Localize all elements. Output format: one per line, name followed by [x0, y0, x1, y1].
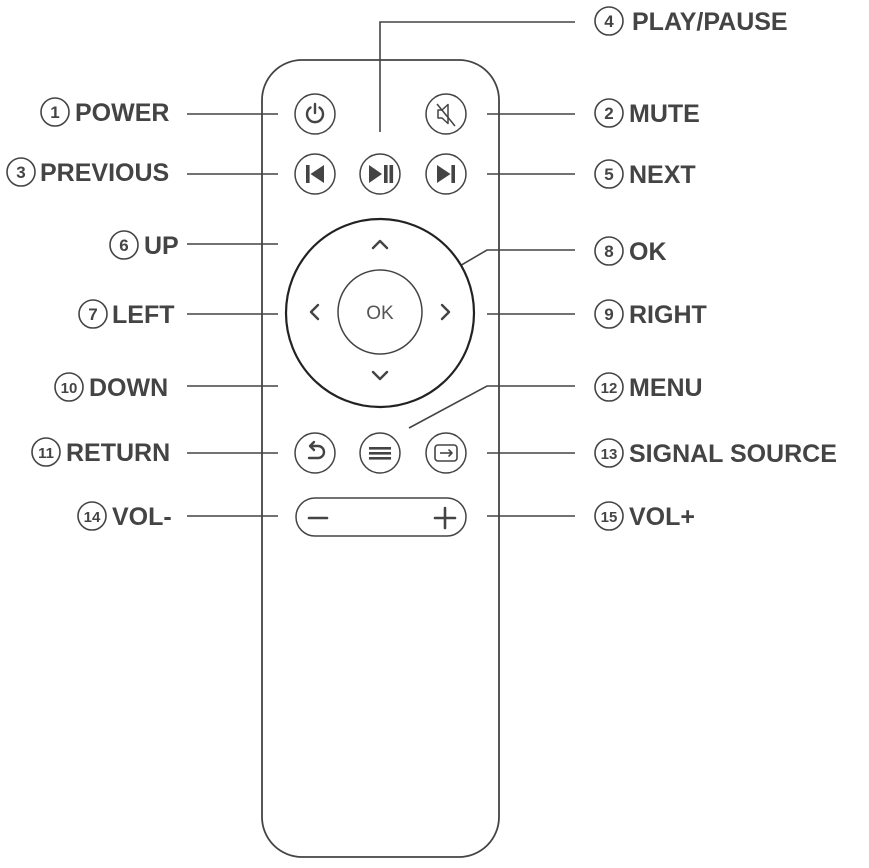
chevron-down-icon [371, 370, 389, 381]
skip-previous-icon [306, 165, 324, 183]
callout-number-circle [594, 236, 624, 266]
up-button[interactable] [371, 239, 389, 250]
play-pause-icon [369, 165, 394, 183]
label-ok: 8 OK [594, 236, 667, 266]
callout-text: MENU [629, 374, 703, 402]
callout-number: 10 [61, 380, 78, 397]
callout-number: 2 [604, 104, 613, 123]
callout-number-circle [594, 501, 624, 531]
callout-number-circle [594, 6, 624, 36]
callout-text: MUTE [629, 100, 700, 128]
callout-number: 6 [119, 236, 128, 255]
left-button[interactable] [309, 303, 320, 321]
callout-number: 12 [601, 380, 618, 397]
mute-button[interactable] [425, 93, 467, 135]
callout-number: 14 [84, 509, 101, 526]
leader-play-pause [379, 21, 575, 132]
label-up: 6 UP [109, 230, 179, 260]
callout-text: RETURN [66, 439, 170, 467]
callout-number-circle [77, 501, 107, 531]
label-vol-minus: 14 VOL- [77, 501, 172, 531]
leader-menu [408, 385, 575, 429]
power-button[interactable] [294, 93, 336, 135]
callout-number-circle [594, 159, 624, 189]
chevron-up-icon [371, 239, 389, 250]
callout-number: 8 [604, 242, 613, 261]
callout-text: OK [629, 238, 667, 266]
callout-text: DOWN [89, 374, 168, 402]
callout-number-circle [54, 372, 84, 402]
callout-number-circle [594, 438, 624, 468]
plus-icon [433, 506, 457, 530]
callout-number: 13 [601, 446, 618, 463]
callout-number-circle [594, 98, 624, 128]
label-play-pause: 4 PLAY/PAUSE [594, 6, 788, 36]
right-button[interactable] [440, 303, 451, 321]
callout-number: 15 [601, 509, 618, 526]
callout-text: SIGNAL SOURCE [629, 440, 837, 468]
volume-rocker-outline [295, 497, 467, 537]
callout-number: 4 [604, 12, 614, 31]
label-next: 5 NEXT [594, 159, 696, 189]
down-button[interactable] [371, 370, 389, 381]
callout-text: VOL- [112, 503, 172, 531]
label-power: 1 POWER [40, 97, 169, 127]
callout-number-circle [40, 97, 70, 127]
callout-number: 1 [50, 103, 59, 122]
skip-next-icon [437, 165, 455, 183]
return-button[interactable] [294, 432, 336, 474]
callout-number: 11 [38, 445, 54, 462]
label-right: 9 RIGHT [594, 299, 707, 329]
chevron-right-icon [440, 303, 451, 321]
label-mute: 2 MUTE [594, 98, 700, 128]
input-source-icon [434, 444, 458, 462]
label-signal-source: 13 SIGNAL SOURCE [594, 438, 837, 468]
callout-text: RIGHT [629, 301, 707, 329]
callout-text: LEFT [112, 301, 175, 329]
previous-button[interactable] [294, 153, 336, 195]
volume-rocker [295, 497, 467, 537]
label-left: 7 LEFT [78, 299, 175, 329]
callout-text: PLAY/PAUSE [632, 8, 788, 36]
callout-number-circle [6, 157, 36, 187]
callout-number-circle [31, 437, 61, 467]
play-pause-button[interactable] [359, 153, 401, 195]
callout-number-circle [109, 230, 139, 260]
label-down: 10 DOWN [54, 372, 168, 402]
dpad: OK [284, 217, 476, 409]
ok-button-text: OK [366, 303, 394, 324]
next-button[interactable] [425, 153, 467, 195]
label-menu: 12 MENU [594, 372, 703, 402]
menu-icon [369, 447, 391, 460]
callout-number: 5 [604, 165, 613, 184]
vol-plus-button[interactable] [433, 506, 457, 530]
callout-number: 3 [16, 163, 25, 182]
mute-icon [436, 103, 456, 127]
callout-number: 7 [88, 305, 97, 324]
callout-text: NEXT [629, 161, 696, 189]
callout-number: 9 [604, 305, 613, 324]
callout-number-circle [594, 372, 624, 402]
signal-source-button[interactable] [425, 432, 467, 474]
power-icon [305, 102, 325, 124]
label-previous: 3 PREVIOUS [6, 157, 169, 187]
callout-number-circle [594, 299, 624, 329]
label-vol-plus: 15 VOL+ [594, 501, 695, 531]
callout-text: PREVIOUS [40, 159, 169, 187]
callout-text: UP [144, 232, 179, 260]
label-return: 11 RETURN [31, 437, 170, 467]
menu-button[interactable] [359, 432, 401, 474]
callout-text: VOL+ [629, 503, 695, 531]
return-icon [307, 440, 326, 460]
callout-text: POWER [75, 99, 169, 127]
callout-number-circle [78, 299, 108, 329]
ok-button[interactable]: OK [337, 269, 423, 355]
chevron-left-icon [309, 303, 320, 321]
